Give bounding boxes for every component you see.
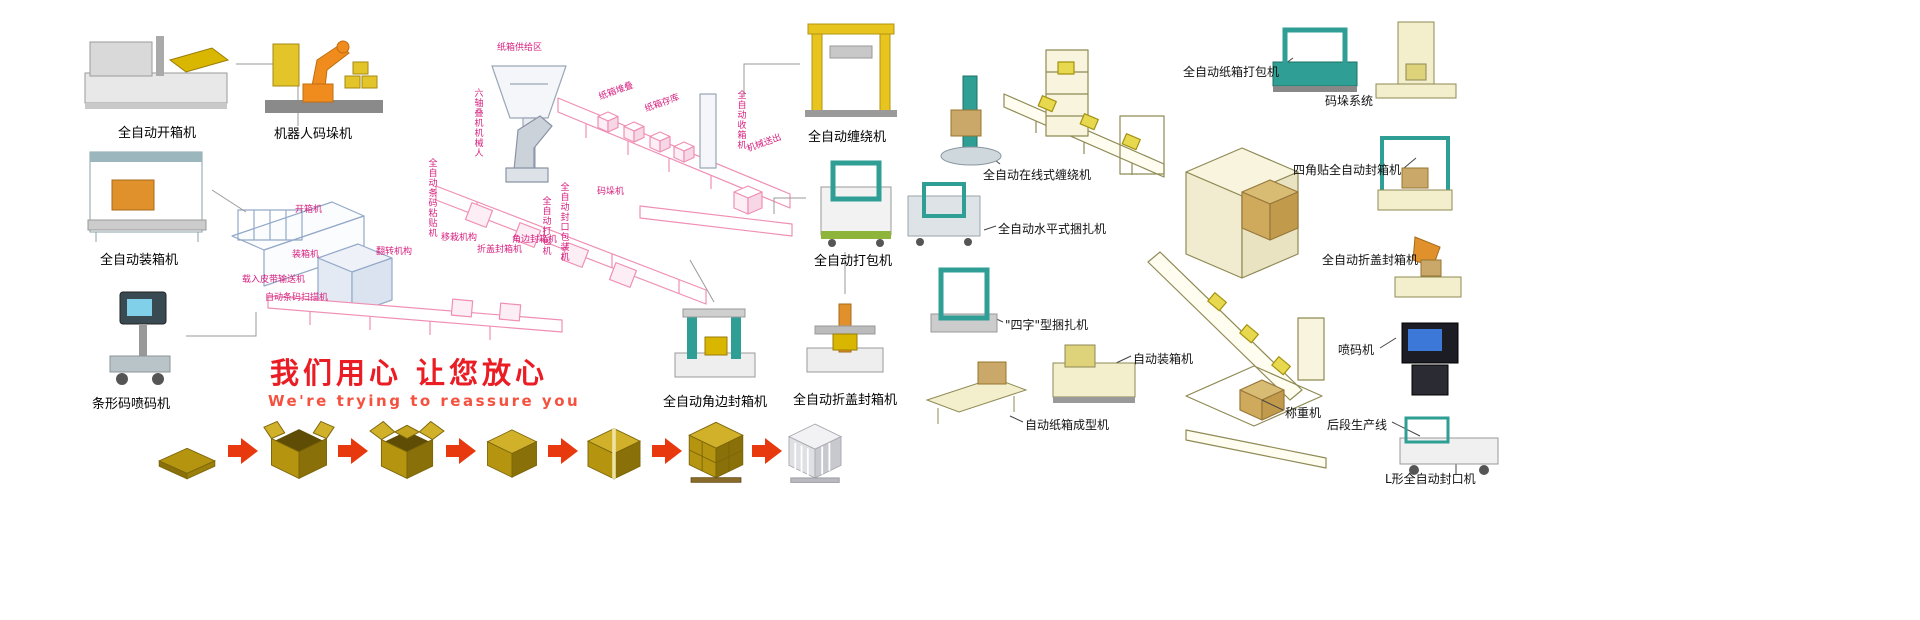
diagram-label-carton-opener: 开箱机: [295, 205, 323, 215]
palletizing-system-photo: [1368, 14, 1463, 118]
case-packer-label: 全自动装箱机: [100, 253, 179, 268]
palletized-cartons-icon: [680, 410, 752, 494]
right-label-flap-folding-sealer: 全自动折盖封箱机: [1322, 253, 1419, 267]
slogan-chinese: 我们用心让您放心: [270, 350, 548, 392]
right-label-four-corner-sealer: 四角贴全自动封箱机: [1293, 163, 1402, 177]
right-label-carton-former: 自动纸箱成型机: [1025, 418, 1110, 432]
diagram-label-barcode-labeler: 全自动条码粘贴机: [426, 158, 437, 238]
carton-strapper-photo: [1265, 22, 1365, 104]
process-arrow-5: [652, 438, 682, 464]
open-flap-carton-icon: [368, 412, 446, 490]
process-arrow-3: [446, 438, 476, 464]
process-arrow-6: [752, 438, 782, 464]
corner-sealer-label: 全自动角边封箱机: [663, 395, 768, 410]
diagram-label-six-axis-robot: 六轴叠机机械人: [472, 88, 483, 158]
robot-palletizer-label: 机器人码垛机: [274, 127, 353, 142]
slogan-cn-second: 让您放心: [416, 356, 549, 390]
erected-carton-icon: [262, 412, 336, 490]
flap-sealer-label: 全自动折盖封箱机: [793, 393, 898, 408]
inkjet-printer-photo: [1390, 315, 1470, 407]
right-label-carton-strapper: 全自动纸箱打包机: [1183, 65, 1280, 79]
diagram-label-carton-supply: 纸箱供给区: [497, 43, 543, 53]
wrapping-machine-photo: [800, 14, 900, 126]
right-label-l-sealer: L形全自动封口机: [1385, 472, 1476, 486]
diagram-label-sealing-packer: 全自动封口包装机: [558, 182, 569, 262]
l-sealer-photo: [1392, 408, 1507, 482]
process-arrow-2: [338, 438, 368, 464]
diagram-label-auto-carton-collector: 全自动收箱机: [735, 90, 746, 150]
wrapping-machine-label: 全自动缠绕机: [808, 130, 887, 145]
four-type-strapper-photo: [923, 262, 1005, 350]
slogan-english: We're trying to reassure you: [268, 392, 581, 410]
barcode-printer-photo: [92, 282, 187, 394]
carton-former-photo: [922, 352, 1030, 434]
diagram-label-transfer-unit: 移栽机构: [441, 233, 478, 243]
diagram-label-corner-sealer: 角边封箱机: [512, 235, 558, 245]
sealed-carton-icon: [578, 416, 650, 490]
slogan-cn-first: 我们用心: [270, 356, 403, 390]
diagram-label-palletizer: 码垛机: [597, 187, 625, 197]
process-arrow-1: [228, 438, 258, 464]
diagram-label-infeed-belt: 载入皮带输送机: [242, 275, 306, 285]
wrapped-pallet-icon: [780, 412, 850, 494]
diagram-label-auto-strapper: 全自动打包机: [540, 196, 551, 256]
folded-carton-icon: [478, 418, 546, 488]
corner-sealer-photo: [665, 303, 765, 392]
right-label-online-wrapper: 全自动在线式缠绕机: [983, 168, 1092, 182]
right-label-auto-case-packer: 自动装箱机: [1133, 352, 1194, 366]
diagram-label-case-packer: 装箱机: [292, 250, 320, 260]
process-arrow-4: [548, 438, 578, 464]
carton-opener-label: 全自动开箱机: [118, 126, 197, 141]
flap-sealer-photo: [795, 296, 895, 388]
diagram-label-barcode-scanner: 自动条码扫描机: [265, 293, 329, 303]
four-corner-sealer-photo: [1368, 128, 1463, 234]
case-packer-photo: [82, 140, 212, 249]
horizontal-strapper-photo: [898, 178, 990, 254]
carton-opener-photo: [80, 18, 235, 122]
auto-case-packer-photo: [1045, 333, 1143, 413]
online-wrapper-photo: [933, 68, 1011, 172]
right-label-horizontal-strapper: 全自动水平式捆扎机: [998, 222, 1107, 236]
right-label-palletizing-system: 码垛系统: [1325, 94, 1374, 108]
diagram-label-flap-sealer: 折盖封箱机: [477, 245, 523, 255]
strapping-machine-photo: [806, 155, 906, 251]
barcode-printer-label: 条形码喷码机: [92, 397, 171, 412]
right-label-rear-line: 后段生产线: [1327, 418, 1388, 432]
flap-folding-sealer-photo: [1385, 222, 1470, 318]
diagram-label-turnover-unit: 翻转机构: [376, 247, 413, 257]
right-label-weigher: 称重机: [1285, 406, 1322, 420]
right-label-four-type-strapper: "四字"型捆扎机: [1005, 318, 1089, 332]
robot-palletizer-photo: [255, 14, 390, 123]
right-label-inkjet-printer: 喷码机: [1338, 343, 1375, 357]
flat-carton-icon: [152, 416, 222, 490]
strapping-machine-label: 全自动打包机: [814, 254, 893, 269]
